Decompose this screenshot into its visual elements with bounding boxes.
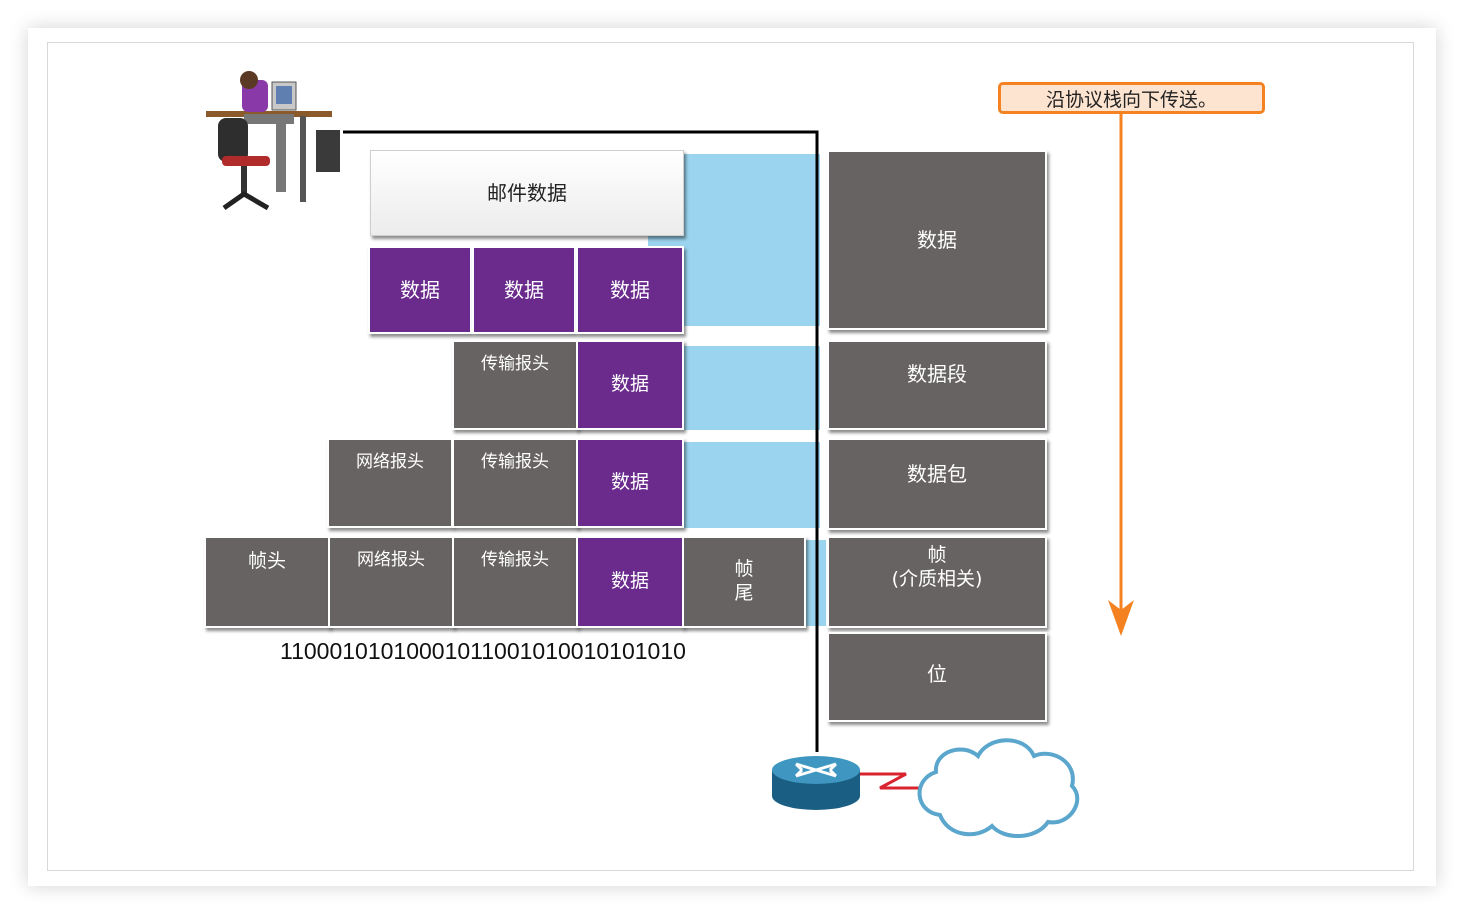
transport-header-packet: 传输报头 xyxy=(452,438,578,528)
frame-header-label: 帧头 xyxy=(247,550,286,572)
network-header-packet: 网络报头 xyxy=(327,438,453,528)
pdu-label-bits: 位 xyxy=(827,632,1047,722)
pdu-label-frame-line2: (介质相关) xyxy=(891,567,983,590)
router-icon xyxy=(772,756,860,810)
data-chunk-1: 数据 xyxy=(368,246,472,334)
frame-trailer-line2: 尾 xyxy=(734,582,754,604)
segment-data: 数据 xyxy=(576,340,684,430)
pdu-label-data: 数据 xyxy=(827,150,1047,330)
frame-data: 数据 xyxy=(576,536,684,628)
blue-band-segment xyxy=(684,346,820,430)
transmission-line xyxy=(343,130,819,752)
frame-trailer: 帧 尾 xyxy=(682,536,806,628)
transport-header-segment: 传输报头 xyxy=(452,340,578,430)
cloud-icon xyxy=(917,738,1080,839)
bit-stream: 11000101010001011001010010101010 xyxy=(280,638,686,664)
pdu-label-segment: 数据段 xyxy=(827,340,1047,430)
packet-data: 数据 xyxy=(576,438,684,528)
data-chunk-3: 数据 xyxy=(576,246,684,334)
stack-direction-callout: 沿协议栈向下传送。 xyxy=(998,82,1265,114)
pdu-label-packet: 数据包 xyxy=(827,438,1047,530)
frame-trailer-line1: 帧 xyxy=(734,558,754,581)
serial-link xyxy=(860,772,920,790)
network-header-frame: 网络报头 xyxy=(328,536,454,628)
data-chunk-2: 数据 xyxy=(472,246,576,334)
email-data-box: 邮件数据 xyxy=(370,150,684,236)
pdu-label-frame: 帧 (介质相关) xyxy=(827,536,1047,628)
blue-band-packet xyxy=(684,442,820,528)
user-at-computer-icon xyxy=(206,71,340,211)
slide-content-border xyxy=(47,42,1414,871)
frame-header: 帧头 xyxy=(204,536,330,628)
pdu-label-frame-line1: 帧 xyxy=(927,544,947,566)
transport-header-frame: 传输报头 xyxy=(452,536,578,628)
down-arrow-head xyxy=(1108,600,1134,636)
